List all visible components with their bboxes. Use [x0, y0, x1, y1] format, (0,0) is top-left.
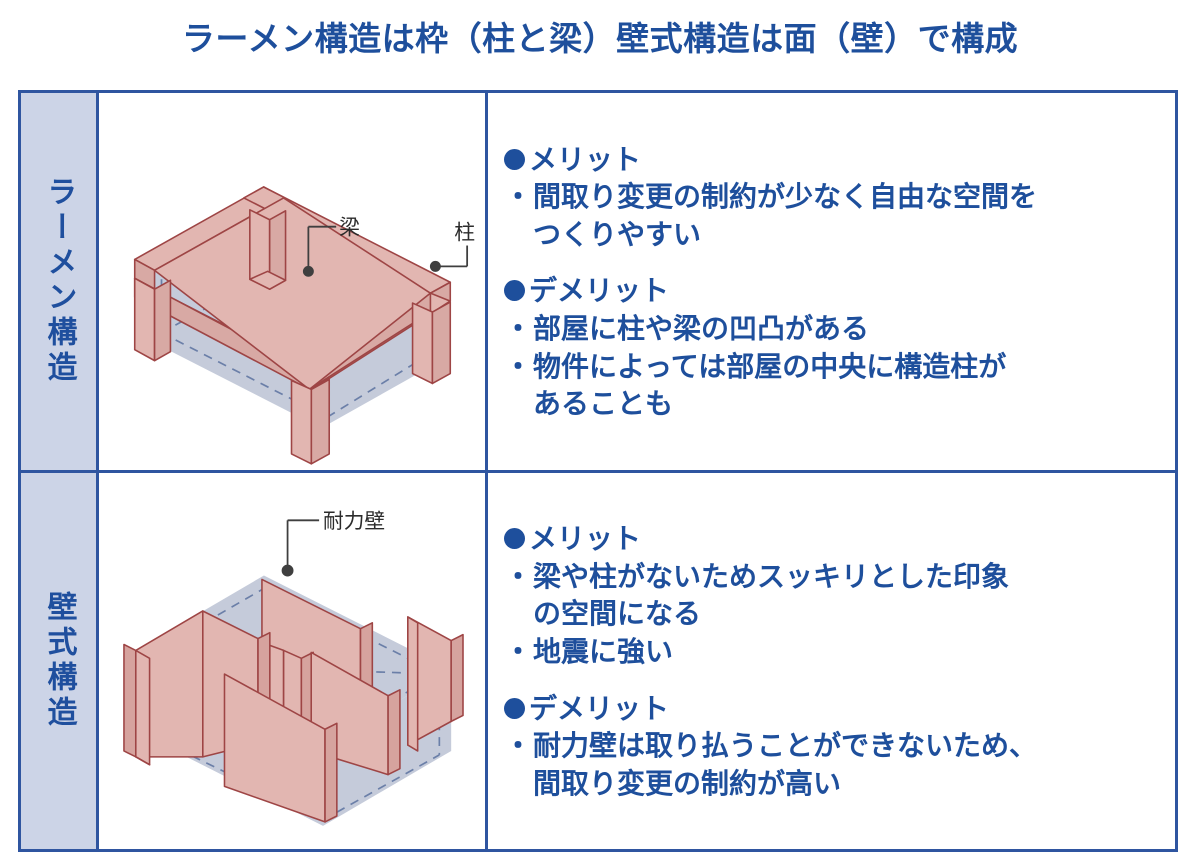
- row-header-rahmen: ラーメン構造: [21, 93, 99, 470]
- row-header-wall: 壁式構造: [21, 472, 99, 849]
- row-header-label: ラーメン構造: [41, 176, 77, 387]
- filled-circle-icon: [504, 148, 525, 170]
- bearing-wall-anchor-dot: [281, 564, 294, 576]
- diagram-cell-wall: .wf { fill:#e2b6b1; stroke:#9e4545; stro…: [99, 472, 488, 849]
- bearing-wall-label: 耐力壁: [323, 509, 385, 533]
- demerit-heading-wall: デメリット: [504, 691, 1161, 728]
- middot-icon: ・: [504, 312, 533, 346]
- filled-circle-icon: [504, 528, 525, 549]
- diagram-cell-rahmen: .mf { fill:#e2b6b1; stroke:#9e4545; stro…: [99, 93, 488, 470]
- middot-icon: ・: [504, 349, 533, 383]
- beam-label-group: 梁: [302, 216, 360, 277]
- text-cell-rahmen: メリット ・ 間取り変更の制約が少なく自由な空間を つくりやすい デメリット: [488, 93, 1175, 470]
- list-item-line: の空間になる: [533, 597, 702, 631]
- list-item-line: つくりやすい: [533, 217, 702, 251]
- list-item-line: 部屋に柱や梁の凹凸がある: [533, 312, 870, 346]
- middot-icon: ・: [504, 559, 533, 593]
- merit-heading-rahmen: メリット: [504, 142, 1161, 179]
- merit-heading-label: メリット: [529, 142, 642, 176]
- demerit-heading-rahmen: デメリット: [504, 273, 1161, 310]
- merit-heading-wall: メリット: [504, 521, 1161, 558]
- frame-members: [133, 186, 452, 465]
- list-item-line: 間取り変更の制約が高い: [533, 766, 842, 800]
- page-title: ラーメン構造は枠（柱と梁）壁式構造は面（壁）で構成: [181, 19, 1019, 58]
- table-row-rahmen: ラーメン構造 .mf { fill:#e2b6b1; stroke:#9e454…: [21, 93, 1175, 473]
- demerit-heading-label: デメリット: [529, 274, 670, 308]
- column-label-group: 柱: [429, 221, 475, 272]
- list-item-line: 間取り変更の制約が少なく自由な空間を: [533, 180, 1038, 214]
- list-item-line: 梁や柱がないためスッキリとした印象: [533, 559, 1010, 593]
- row-header-label: 壁式構造: [41, 590, 77, 731]
- list-item: ・ 間取り変更の制約が少なく自由な空間を つくりやすい: [504, 178, 1161, 253]
- demerit-block-wall: デメリット ・ 耐力壁は取り払うことができないため、 間取り変更の制約が高い: [504, 691, 1161, 803]
- filled-circle-icon: [504, 280, 525, 302]
- demerit-heading-label: デメリット: [529, 691, 670, 725]
- rahmen-frame-isometric: .mf { fill:#e2b6b1; stroke:#9e4545; stro…: [133, 186, 475, 465]
- comparison-table: ラーメン構造 .mf { fill:#e2b6b1; stroke:#9e454…: [18, 90, 1178, 852]
- list-item: ・ 部屋に柱や梁の凹凸がある: [504, 310, 1161, 348]
- text-cell-wall: メリット ・ 梁や柱がないためスッキリとした印象 の空間になる ・ 地震に強い: [488, 472, 1175, 849]
- column-label: 柱: [454, 221, 475, 245]
- wall-structure-isometric: .wf { fill:#e2b6b1; stroke:#9e4545; stro…: [123, 509, 464, 826]
- beam-label: 梁: [339, 216, 360, 240]
- table-row-wall: 壁式構造 .wf { fill:#e2b6b1; stroke:#9e4545;…: [21, 472, 1175, 849]
- bearing-walls: [123, 578, 464, 823]
- list-item-line: あることも: [533, 387, 674, 421]
- filled-circle-icon: [504, 697, 525, 719]
- list-item-line: 耐力壁は取り払うことができないため、: [533, 729, 1038, 763]
- list-item: ・ 梁や柱がないためスッキリとした印象 の空間になる: [504, 558, 1161, 633]
- beam-anchor-dot: [302, 265, 314, 277]
- column-anchor-dot: [429, 260, 441, 272]
- list-item: ・ 物件によっては部屋の中央に構造柱が あることも: [504, 348, 1161, 423]
- middot-icon: ・: [504, 180, 533, 214]
- list-item-line: 物件によっては部屋の中央に構造柱が: [533, 349, 1007, 383]
- list-item: ・ 耐力壁は取り払うことができないため、 間取り変更の制約が高い: [504, 727, 1161, 802]
- list-item: ・ 地震に強い: [504, 633, 1161, 671]
- middot-icon: ・: [504, 634, 533, 668]
- merit-block-rahmen: メリット ・ 間取り変更の制約が少なく自由な空間を つくりやすい: [504, 142, 1161, 254]
- middot-icon: ・: [504, 729, 533, 763]
- list-item-line: 地震に強い: [533, 634, 674, 668]
- merit-block-wall: メリット ・ 梁や柱がないためスッキリとした印象 の空間になる ・ 地震に強い: [504, 521, 1161, 671]
- merit-heading-label: メリット: [529, 522, 642, 555]
- demerit-block-rahmen: デメリット ・ 部屋に柱や梁の凹凸がある ・ 物件によっては部屋の中央に構造柱が…: [504, 273, 1161, 423]
- bearing-wall-label-group: 耐力壁: [281, 509, 385, 576]
